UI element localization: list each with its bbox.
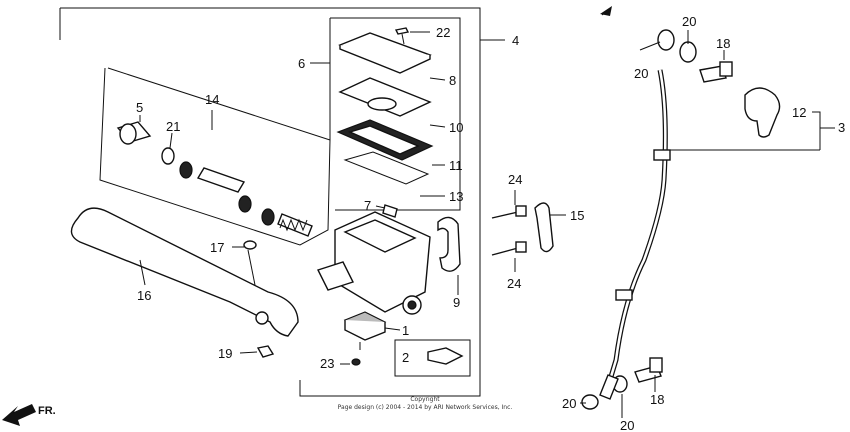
callout-12: 12 (792, 105, 806, 120)
cap-12 (744, 87, 835, 150)
callout-4: 4 (512, 33, 519, 48)
callout-15: 15 (570, 208, 584, 223)
callout-11: 11 (449, 158, 463, 173)
boot-5 (116, 115, 152, 145)
master-cylinder-body (317, 211, 431, 315)
callout-24-bottom: 24 (507, 276, 521, 291)
callout-5: 5 (136, 100, 143, 115)
callout-13: 13 (449, 189, 463, 204)
piston-assembly (179, 161, 313, 237)
callout-3: 3 (838, 120, 845, 135)
callout-20-bottom-right: 20 (620, 418, 634, 432)
hose-bottom-fittings (581, 357, 663, 410)
callout-20-top-right: 20 (682, 14, 696, 29)
circlip-21 (161, 132, 175, 165)
piston-kit-frame (99, 67, 331, 246)
callout-22: 22 (436, 25, 450, 40)
callout-labels: 1 2 3 4 5 6 7 8 9 10 11 12 13 14 15 16 1… (136, 14, 845, 432)
callout-17: 17 (210, 240, 224, 255)
callout-18-top: 18 (716, 36, 730, 51)
part-2-box (394, 339, 471, 377)
bolt-18-top (699, 50, 733, 83)
front-direction-label: FR. (38, 405, 56, 417)
callout-19: 19 (218, 346, 232, 361)
nut-19 (239, 345, 275, 358)
callout-9: 9 (453, 295, 460, 310)
callout-20-top-left: 20 (634, 66, 648, 81)
callout-2: 2 (402, 350, 409, 365)
callout-8: 8 (449, 73, 456, 88)
callout-16: 16 (137, 288, 151, 303)
callout-20-bottom-left: 20 (562, 396, 576, 411)
front-stop-switch-1 (343, 311, 401, 350)
callout-10: 10 (449, 120, 463, 135)
holder-9 (437, 216, 461, 295)
callout-23: 23 (320, 356, 334, 371)
banjo-washers-top (600, 6, 697, 63)
callout-18-bottom: 18 (650, 392, 664, 407)
callout-21: 21 (166, 119, 180, 134)
reservoir-cap-22-screw (394, 27, 430, 45)
callout-14: 14 (205, 92, 219, 107)
callout-24-top: 24 (508, 172, 522, 187)
front-direction-arrow: FR. (2, 404, 56, 426)
brake-lever-16 (70, 207, 299, 337)
assembly-frame (59, 7, 505, 397)
copyright-line-1: Copyright (410, 396, 440, 403)
pivot-bolt-17 (232, 240, 257, 286)
holder-15 (534, 202, 566, 253)
float-13 (343, 151, 445, 197)
plate-10 (338, 77, 446, 128)
reservoir-frame (310, 17, 461, 211)
diaphragm-11 (336, 119, 445, 166)
bolts-24 (491, 190, 527, 272)
copyright-notice: Copyright Page design (c) 2004 - 2014 by… (338, 396, 513, 411)
callout-1: 1 (402, 323, 409, 338)
callout-6: 6 (298, 56, 305, 71)
screw-23 (340, 358, 361, 366)
brake-hose (607, 69, 820, 381)
callout-7: 7 (364, 198, 371, 213)
reservoir-cap-8 (338, 32, 446, 81)
copyright-line-2: Page design (c) 2004 - 2014 by ARI Netwo… (338, 404, 513, 411)
clip-7 (375, 204, 398, 218)
leader-lines (580, 30, 689, 418)
